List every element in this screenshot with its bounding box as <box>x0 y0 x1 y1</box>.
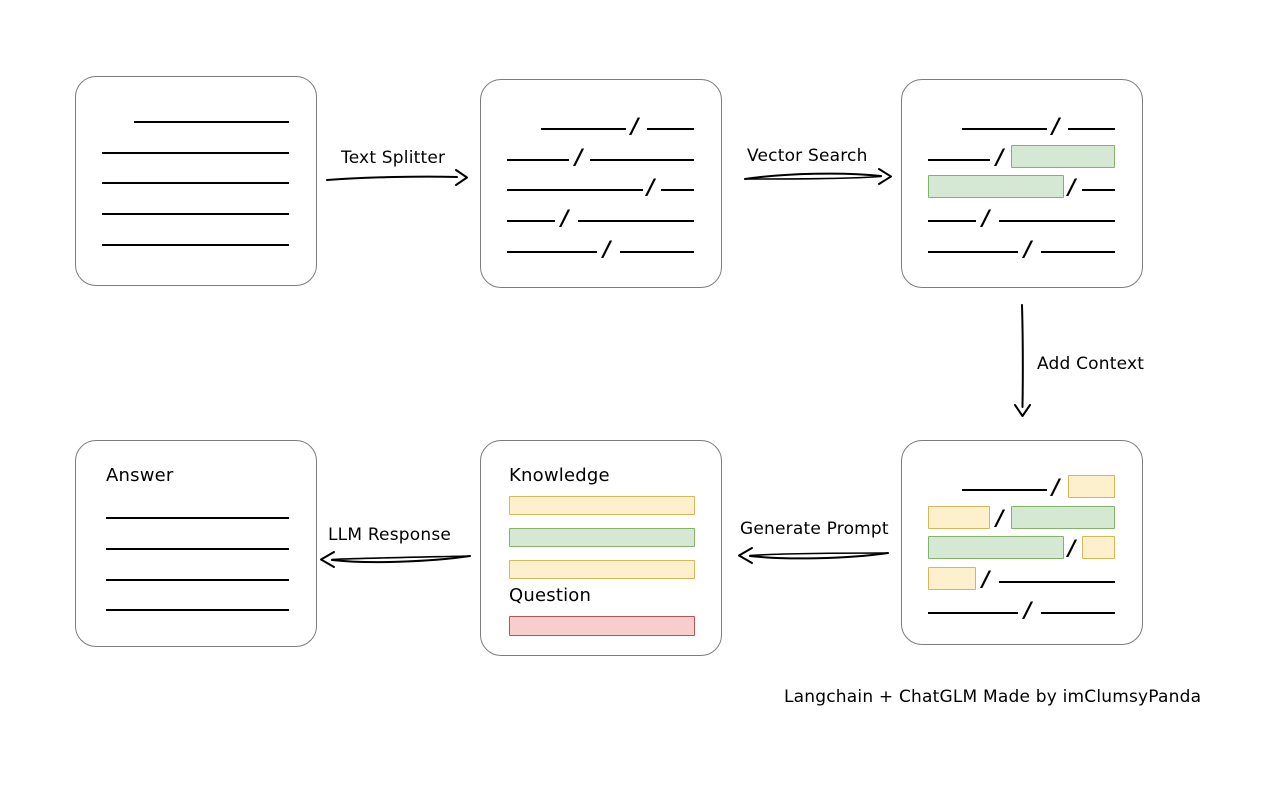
arrow-right-icon <box>744 168 892 185</box>
node-source-document[interactable] <box>75 76 317 286</box>
arrow-left-icon <box>738 547 889 564</box>
question-chunk-red <box>509 616 695 636</box>
diagram-caption: Langchain + ChatGLM Made by imClumsyPand… <box>784 687 1202 707</box>
edge-label-llm-response: LLM Response <box>328 525 452 545</box>
arrow-right-icon <box>326 169 468 186</box>
context-chunk-highlight <box>1082 536 1115 559</box>
knowledge-chunk-yellow <box>509 560 695 579</box>
matched-chunk-highlight <box>1011 145 1115 168</box>
document-chunk <box>507 159 569 161</box>
document-chunk <box>999 581 1115 583</box>
document-chunk <box>962 489 1047 491</box>
edge-label-generate-prompt: Generate Prompt <box>740 519 889 539</box>
answer-line <box>106 579 289 581</box>
chunk-separator: / <box>603 237 611 261</box>
document-chunk <box>1082 189 1115 191</box>
prompt-heading-knowledge: Knowledge <box>509 465 610 486</box>
document-chunk <box>999 220 1115 222</box>
answer-line <box>106 609 289 611</box>
prompt-heading-question: Question <box>509 585 592 606</box>
arrow-down-icon <box>1014 304 1031 417</box>
chunk-separator: / <box>647 175 655 199</box>
chunk-separator: / <box>996 145 1004 169</box>
edge-label-text-splitter: Text Splitter <box>341 148 446 168</box>
document-chunk <box>620 251 694 253</box>
matched-chunk-highlight <box>1011 506 1115 529</box>
chunk-separator: / <box>982 567 990 591</box>
context-chunk-highlight <box>1068 475 1115 498</box>
chunk-separator: / <box>1068 175 1076 199</box>
document-chunk <box>928 612 1018 614</box>
chunk-separator: / <box>575 145 583 169</box>
document-chunk <box>962 128 1047 130</box>
document-line <box>102 213 289 215</box>
document-line <box>102 152 289 154</box>
document-chunk <box>647 128 694 130</box>
document-chunk <box>541 128 626 130</box>
context-chunk-highlight <box>928 506 990 529</box>
document-chunk <box>1068 128 1115 130</box>
matched-chunk-highlight <box>928 536 1064 559</box>
node-split-document[interactable]: / / / / / <box>480 79 722 288</box>
matched-chunk-highlight <box>928 175 1064 198</box>
document-chunk <box>507 220 555 222</box>
edge-label-vector-search: Vector Search <box>747 146 868 166</box>
chunk-separator: / <box>1024 598 1032 622</box>
document-chunk <box>578 220 694 222</box>
answer-line <box>106 548 289 550</box>
node-prompt[interactable]: Knowledge Question <box>480 440 722 656</box>
document-chunk <box>928 220 976 222</box>
node-answer[interactable]: Answer <box>75 440 317 647</box>
document-chunk <box>1041 251 1115 253</box>
chunk-separator: / <box>1052 475 1060 499</box>
chunk-separator: / <box>996 506 1004 530</box>
chunk-separator: / <box>631 114 639 138</box>
document-chunk <box>928 251 1018 253</box>
node-retrieved-document[interactable]: / / / / / <box>901 79 1143 288</box>
knowledge-chunk-yellow <box>509 496 695 515</box>
chunk-separator: / <box>982 206 990 230</box>
answer-line <box>106 517 289 519</box>
document-chunk <box>928 159 990 161</box>
chunk-separator: / <box>561 206 569 230</box>
node-context-document[interactable]: / / / / / <box>901 440 1143 645</box>
knowledge-chunk-green <box>509 528 695 547</box>
edge-label-add-context: Add Context <box>1037 354 1145 374</box>
arrow-left-icon <box>320 551 471 568</box>
answer-heading: Answer <box>106 465 174 486</box>
document-chunk <box>661 189 694 191</box>
document-line <box>134 121 289 123</box>
document-chunk <box>1041 612 1115 614</box>
document-line <box>102 182 289 184</box>
chunk-separator: / <box>1024 237 1032 261</box>
chunk-separator: / <box>1068 536 1076 560</box>
document-line <box>102 244 289 246</box>
document-chunk <box>507 189 643 191</box>
document-chunk <box>590 159 694 161</box>
chunk-separator: / <box>1052 114 1060 138</box>
document-chunk <box>507 251 597 253</box>
context-chunk-highlight <box>928 567 976 590</box>
